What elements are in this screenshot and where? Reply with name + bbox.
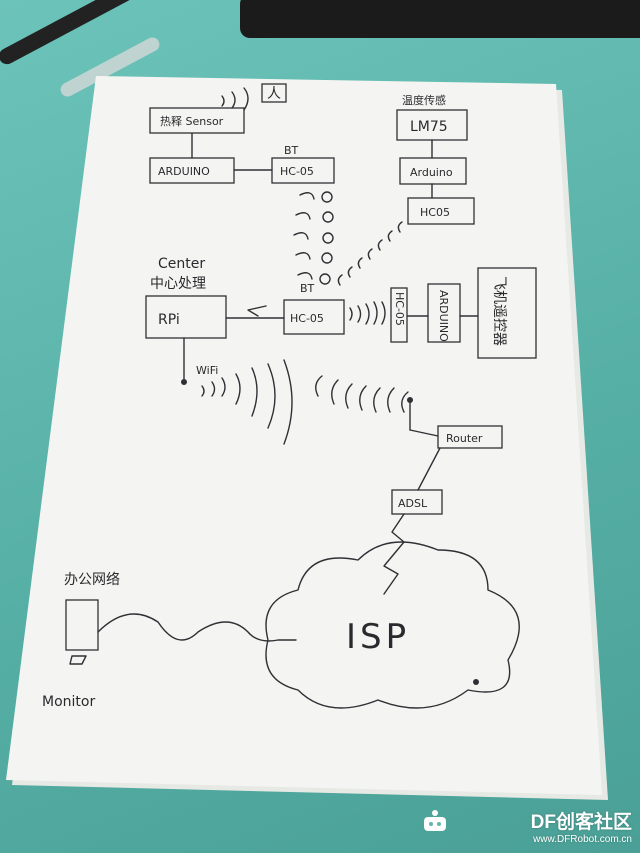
arrow-to-rpi	[247, 305, 267, 317]
bt-waves-right	[349, 301, 386, 325]
center-label: Center	[158, 256, 205, 272]
bt-mark-1	[321, 191, 333, 203]
bt-mid-label: BT	[300, 282, 315, 295]
robot-logo-icon	[424, 810, 446, 831]
paper	[6, 76, 602, 795]
monitor-isp-link	[97, 613, 297, 642]
monitor-box	[65, 599, 99, 651]
rpi-label: RPi	[158, 312, 180, 328]
arduino-vertical-box	[427, 283, 461, 343]
router-label: Router	[446, 432, 483, 445]
antenna-dot	[181, 379, 187, 385]
person-box	[261, 83, 287, 103]
hc05-vertical-box	[390, 287, 408, 343]
watermark-brand: DF创客社区	[530, 812, 632, 833]
router-antenna-dot	[407, 397, 413, 403]
sensor-box	[149, 107, 245, 134]
adsl-isp-link	[383, 513, 405, 595]
isp-dot	[473, 679, 479, 685]
bt-mark-5	[319, 273, 331, 285]
sensor-label: 热释 Sensor	[160, 115, 224, 128]
rpi-box	[145, 295, 227, 339]
laptop-edge	[240, 0, 640, 38]
lm75-label: LM75	[410, 119, 448, 135]
hc05-mid-box	[283, 299, 345, 335]
hc05-top-label: HC-05	[280, 165, 314, 178]
temp-label: 温度传感	[402, 93, 446, 107]
bt-mark-2	[322, 211, 334, 223]
bt-waves-left	[293, 192, 315, 280]
isp-label: ISP	[346, 617, 410, 657]
hc05-right-box	[407, 197, 475, 225]
wifi-waves	[201, 359, 293, 445]
isp-cloud	[265, 541, 520, 709]
relay-box	[477, 267, 537, 359]
bt-waves-diagonal	[337, 221, 403, 286]
hc05-right-label: HC05	[420, 206, 450, 219]
monitor-label: Monitor	[42, 694, 95, 710]
bt-mark-4	[321, 252, 333, 264]
router-adsl-link	[417, 447, 441, 491]
arduino-right-box	[399, 157, 467, 185]
hc05-vertical-label: HC-05	[393, 292, 406, 326]
watermark-url: www.DFRobot.com.cn	[533, 834, 632, 845]
wifi-waves-router	[315, 375, 409, 413]
adsl-box	[391, 489, 443, 515]
person-label: 人	[267, 86, 281, 102]
arduino-vertical-label: ARDUINO	[437, 290, 450, 342]
hc05-top-box	[271, 157, 335, 184]
wifi-label: WiFi	[196, 364, 218, 377]
router-antenna-link	[409, 429, 439, 437]
bt-top-label: BT	[284, 144, 299, 157]
center-cn-label: 中心处理	[150, 276, 206, 292]
monitor-stand	[69, 655, 87, 665]
arduino-top-label: ARDUINO	[158, 165, 210, 178]
arduino-right-label: Arduino	[410, 166, 453, 179]
hc05-mid-label: HC-05	[290, 312, 324, 325]
bt-mark-3	[322, 232, 334, 244]
watermark: DF创客社区 www.DFRobot.com.cn	[531, 807, 632, 845]
adsl-label: ADSL	[398, 497, 428, 510]
person-waves	[221, 87, 249, 111]
office-net-label: 办公网络	[64, 572, 120, 588]
relay-label: 飞机遥控器	[491, 276, 507, 346]
router-box	[437, 425, 503, 449]
